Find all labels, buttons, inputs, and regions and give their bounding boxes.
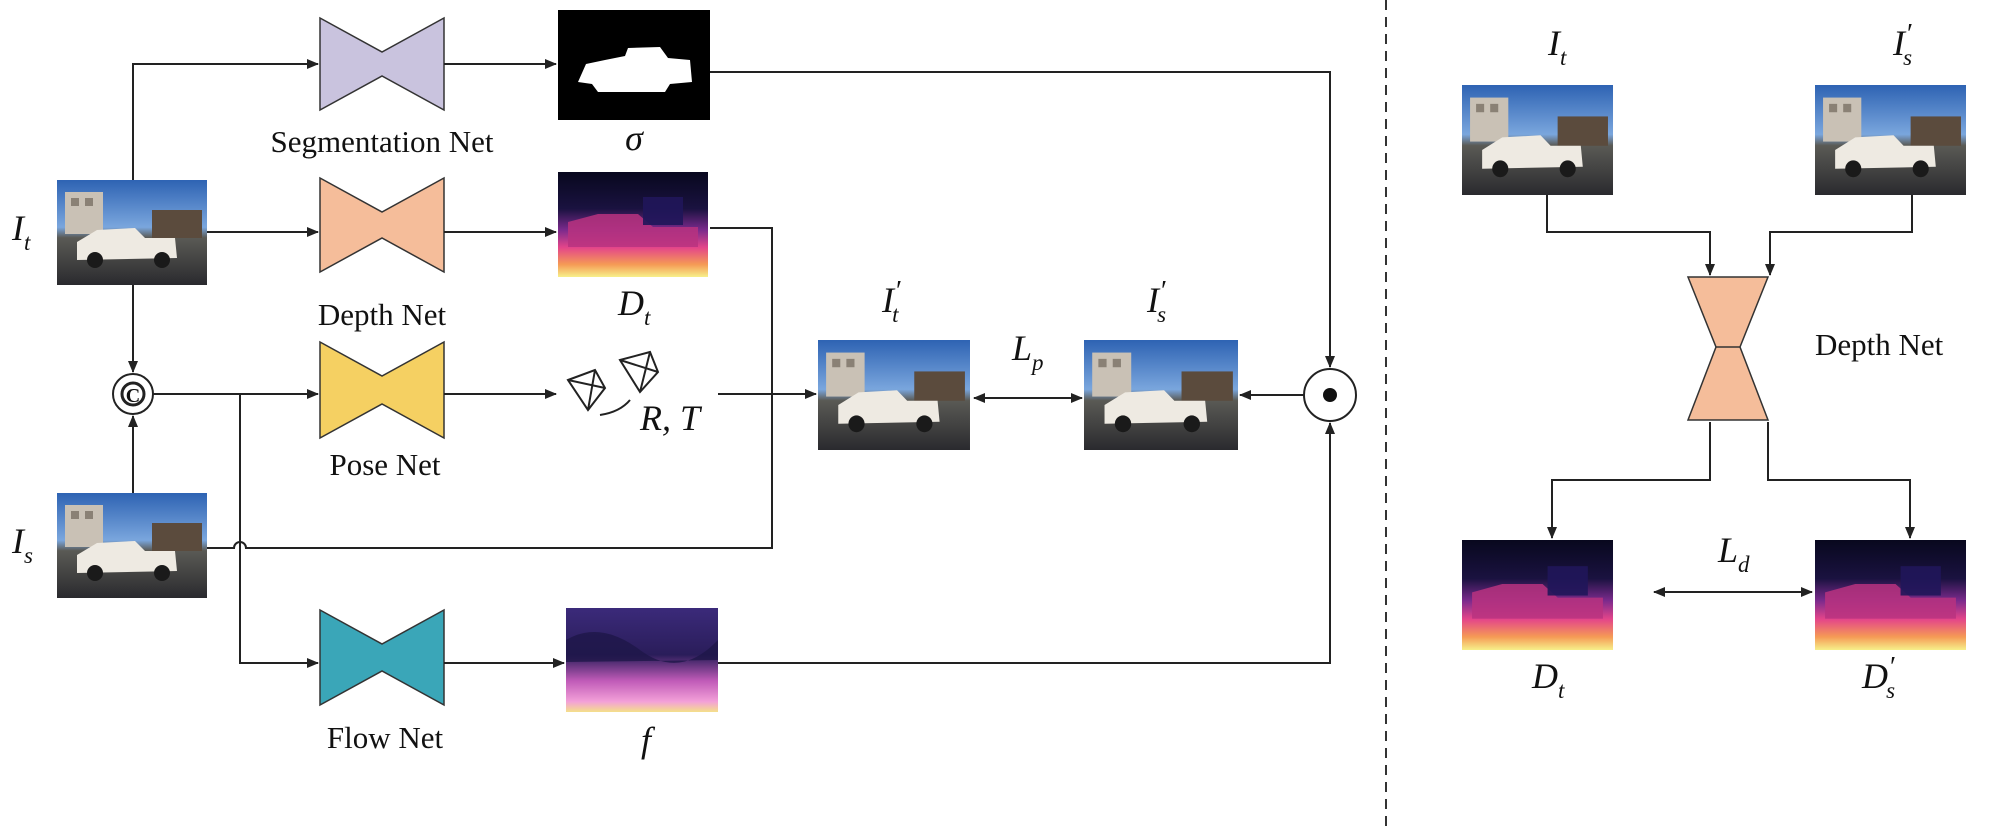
right-source-depth-label: D′s bbox=[1861, 652, 1896, 703]
right-depth-net-label: Depth Net bbox=[1815, 327, 1944, 362]
segmentation-net bbox=[319, 16, 445, 112]
depth-output-label: Dt bbox=[617, 283, 651, 330]
right-source-label: I′s bbox=[1892, 19, 1913, 70]
right-connectors bbox=[1546, 195, 1915, 597]
flow-net bbox=[319, 608, 445, 707]
depth-loss-label: Ld bbox=[1717, 530, 1750, 577]
depth-map bbox=[558, 172, 708, 277]
segmentation-net-label: Segmentation Net bbox=[271, 124, 494, 159]
mask-label: σ bbox=[625, 118, 644, 158]
mask-multiply-node bbox=[1303, 368, 1357, 422]
source-image bbox=[57, 493, 207, 598]
right-target-depth-label: Dt bbox=[1531, 656, 1565, 703]
segmentation-mask bbox=[558, 10, 710, 120]
flow-output-label: f bbox=[641, 720, 656, 760]
flow-map bbox=[566, 608, 718, 712]
svg-text:C: C bbox=[126, 385, 140, 407]
source-image-label: Is bbox=[11, 521, 33, 568]
depth-net bbox=[319, 176, 445, 274]
target-image-label: It bbox=[11, 208, 31, 255]
warped-target-image bbox=[818, 340, 970, 450]
flow-net-label: Flow Net bbox=[327, 720, 444, 755]
pose-net bbox=[319, 340, 445, 440]
concat-node: C bbox=[112, 373, 154, 415]
left-panel: It Is C Segmentation Net Depth Net Pose … bbox=[11, 10, 1357, 760]
right-target-label: It bbox=[1547, 23, 1567, 70]
right-source-depth bbox=[1815, 540, 1967, 650]
target-image bbox=[57, 180, 207, 285]
right-depth-net bbox=[1686, 276, 1770, 421]
pose-output-label: R, T bbox=[639, 398, 703, 438]
right-panel: It I′s Depth Net Dt D′s Ld bbox=[1462, 19, 1967, 703]
warped-source-image bbox=[1084, 340, 1239, 450]
photometric-loss-label: Lp bbox=[1011, 328, 1044, 375]
right-target-depth bbox=[1462, 540, 1614, 650]
pose-cameras-icon bbox=[566, 350, 660, 416]
left-connectors bbox=[128, 59, 1335, 668]
warped-target-label: I′t bbox=[881, 276, 902, 327]
warped-source-label: I′s bbox=[1146, 276, 1167, 327]
pose-net-label: Pose Net bbox=[329, 447, 440, 482]
right-target-image bbox=[1462, 85, 1614, 195]
right-source-image bbox=[1815, 85, 1967, 195]
depth-net-label: Depth Net bbox=[318, 297, 447, 332]
